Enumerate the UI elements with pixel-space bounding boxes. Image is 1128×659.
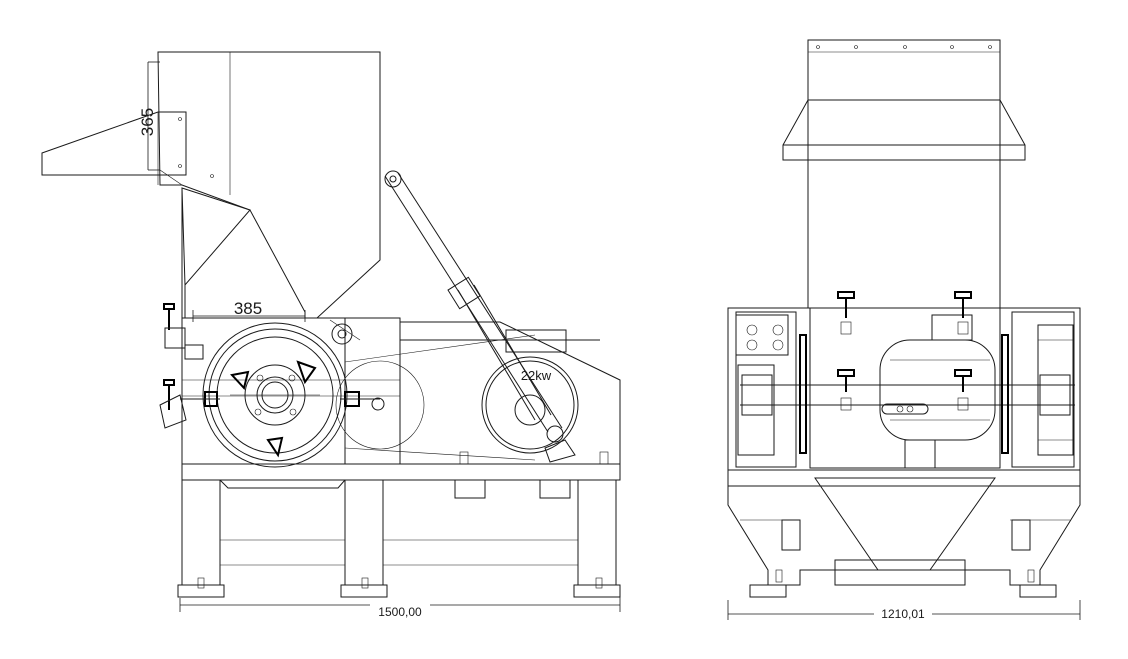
- dimension-1210-label: 1210,01: [881, 607, 925, 621]
- hydraulic-cylinder: [384, 170, 576, 463]
- belt-pulley: [335, 334, 536, 461]
- crusher-body: [159, 303, 621, 465]
- dimension-365: 365: [138, 61, 160, 171]
- front-hopper: [782, 39, 1026, 309]
- dimension-365-label: 365: [138, 108, 157, 136]
- dimension-385-label: 385: [234, 299, 262, 318]
- dimension-385: 385: [192, 299, 306, 322]
- front-frame: [727, 469, 1081, 598]
- front-view: 1210,01: [727, 39, 1081, 621]
- rotor: [202, 322, 348, 468]
- front-housing: [727, 291, 1081, 471]
- base-frame: [177, 463, 621, 598]
- dimension-1210: 1210,01: [727, 600, 1081, 621]
- motor-power-label: 22kw: [521, 368, 552, 383]
- motor: 22kw: [454, 329, 609, 499]
- dimension-1500-label: 1500,00: [378, 605, 422, 619]
- feed-hopper: [41, 51, 381, 319]
- side-view: 365: [41, 51, 621, 619]
- dimension-1500: 1500,00: [179, 590, 621, 619]
- bed-knives: [180, 391, 385, 411]
